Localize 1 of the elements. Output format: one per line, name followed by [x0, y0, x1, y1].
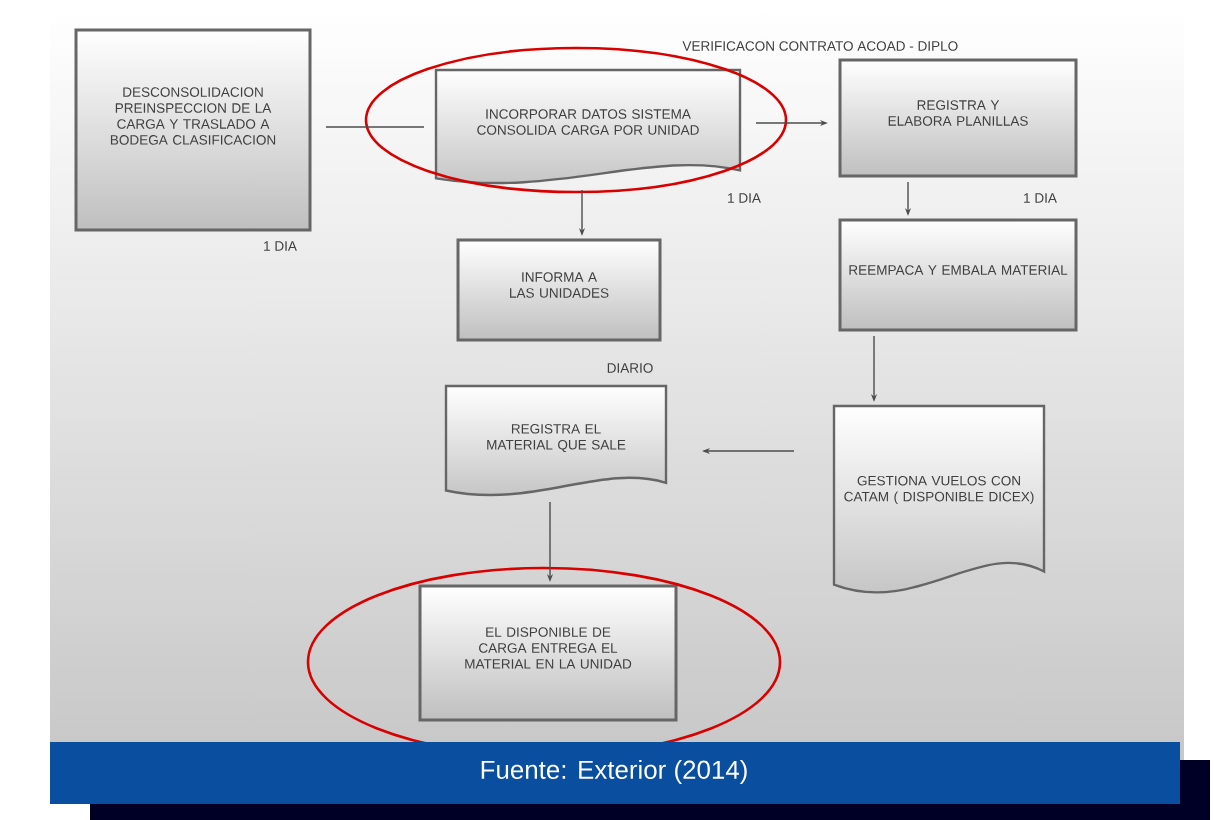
caption-banner: Fuente: Exterior (2014): [50, 742, 1210, 820]
